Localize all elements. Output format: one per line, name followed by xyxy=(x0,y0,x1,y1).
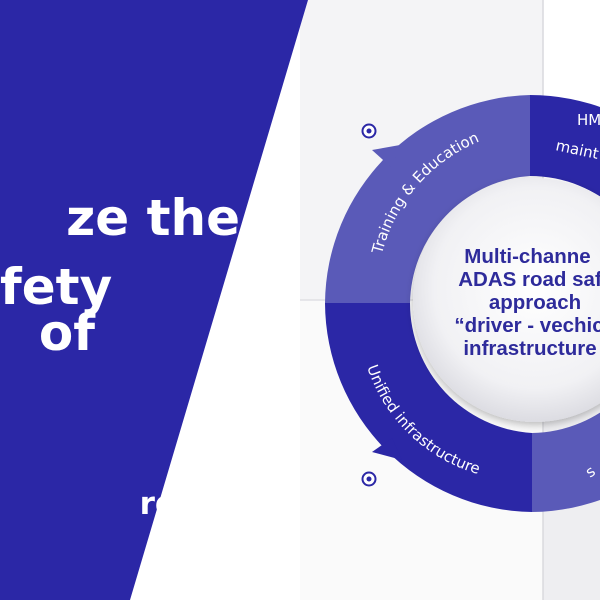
brand-panel xyxy=(0,0,308,600)
center-line-2: ADAS road saf xyxy=(458,268,600,291)
segment-bottom-right xyxy=(532,412,600,512)
headline-line-3: of xyxy=(38,304,95,362)
segment-bump-bottom xyxy=(372,438,402,460)
center-line-4: “driver - vechic xyxy=(454,314,600,337)
segment-label-hm: HM xyxy=(577,111,600,129)
headline-line-2: fety xyxy=(0,258,113,316)
target-marker-icon xyxy=(361,471,377,487)
segment-training-education xyxy=(325,95,530,303)
center-line-5: infrastructure xyxy=(463,337,597,360)
segment-bump-top xyxy=(372,145,400,168)
website-link[interactable]: rd.eu xyxy=(139,486,232,522)
center-line-1: Multi-channe xyxy=(464,245,591,268)
center-line-3: approach xyxy=(488,291,582,314)
center-disc xyxy=(413,178,600,422)
segment-hmi-maintenance xyxy=(530,95,600,197)
center-description: Multi-channe ADAS road saf approach “dri… xyxy=(420,245,600,360)
target-marker-icon xyxy=(361,123,377,139)
segment-unified-infrastructure xyxy=(325,303,532,512)
headline-line-1: ze the xyxy=(66,189,240,247)
